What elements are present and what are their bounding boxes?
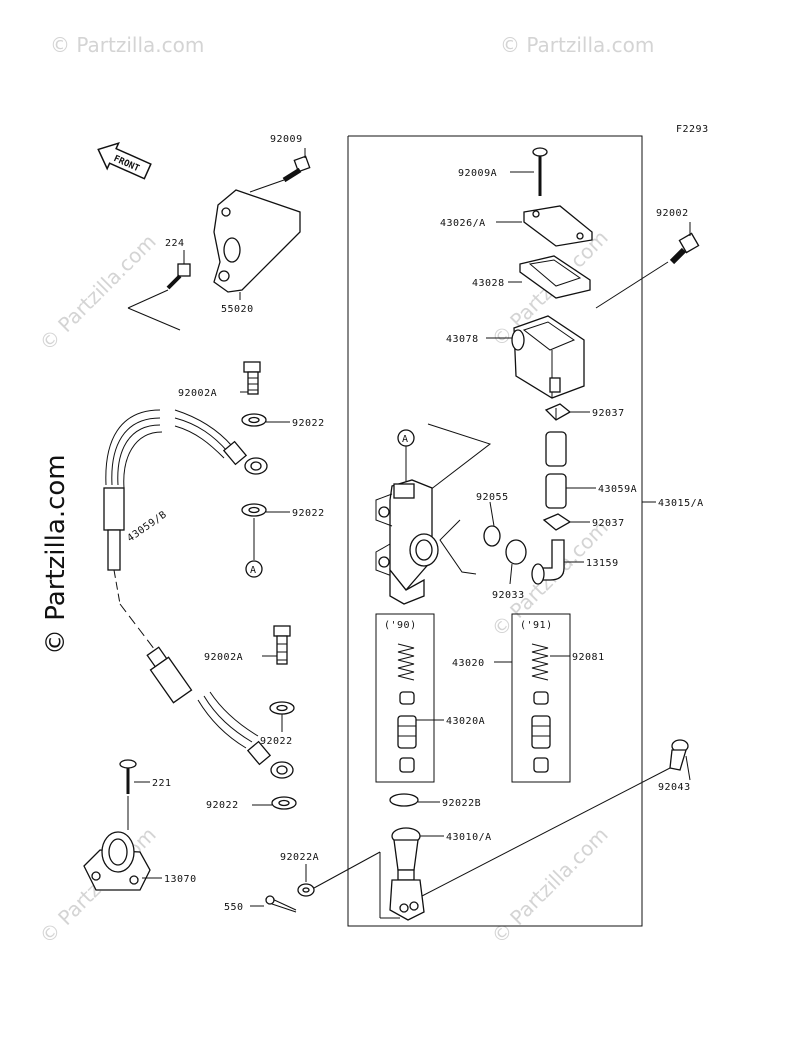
label-43078: 43078 <box>446 334 479 345</box>
part-92009A-screw <box>510 147 548 196</box>
label-43028: 43028 <box>472 278 505 289</box>
part-43020-kit-box: ('91) <box>494 613 571 783</box>
label-92022-3: 92022 <box>260 736 293 747</box>
label-92055: 92055 <box>476 492 509 503</box>
part-13070-holder <box>83 831 162 891</box>
part-92022B-snap-ring <box>389 793 440 807</box>
part-92002A-banjo-bolt-mid <box>262 625 291 665</box>
label-92022B: 92022B <box>442 798 481 809</box>
watermark-vertical: © Partzilla.com <box>41 454 71 655</box>
label-43026A: 43026/A <box>440 218 486 229</box>
label-92081: 92081 <box>572 652 605 663</box>
label-43020A: 43020A <box>446 716 485 727</box>
part-92055-o-ring <box>483 501 501 547</box>
part-550-cotter-pin <box>250 895 297 913</box>
label-92009: 92009 <box>270 134 303 145</box>
part-13159-elbow <box>531 539 584 585</box>
label-92002: 92002 <box>656 208 689 219</box>
label-92022-1: 92022 <box>292 418 325 429</box>
part-43059A-hose <box>545 431 596 509</box>
label-92022A: 92022A <box>280 852 319 863</box>
label-13070: 13070 <box>164 874 197 885</box>
label-43020: 43020 <box>452 658 485 669</box>
label-221: 221 <box>152 778 172 789</box>
svg-text:A: A <box>402 434 409 445</box>
part-92002-bolt <box>595 222 700 309</box>
watermark-top-left: © Partzilla.com <box>50 33 204 57</box>
part-221-screw <box>119 759 150 830</box>
label-43059B: 43059/B <box>125 509 169 544</box>
label-92022-4: 92022 <box>206 800 239 811</box>
label-92002A-mid: 92002A <box>204 652 243 663</box>
part-43028-diaphragm <box>508 255 591 299</box>
label-224: 224 <box>165 238 185 249</box>
label-92033: 92033 <box>492 590 525 601</box>
year-label-right: ('91) <box>520 620 553 631</box>
label-43010A: 43010/A <box>446 832 492 843</box>
part-92043-pin <box>421 739 691 897</box>
part-92002A-banjo-bolt-top <box>240 361 261 395</box>
label-92002A-top: 92002A <box>178 388 217 399</box>
part-92037-clamp-2 <box>542 513 590 531</box>
part-43010A-push-rod <box>379 827 444 921</box>
assembly-frame <box>347 135 643 927</box>
label-13159: 13159 <box>586 558 619 569</box>
part-43059B-hose <box>103 409 294 779</box>
year-label-left: ('90) <box>384 620 417 631</box>
watermark-bottom-right: © Partzilla.com <box>487 822 613 948</box>
part-92022-washer-3 <box>269 701 295 732</box>
label-43015A: 43015/A <box>658 498 704 509</box>
ref-circle-A-left: A <box>245 560 263 578</box>
part-92022-washer-4 <box>252 796 297 810</box>
part-92009-bolt <box>249 148 311 193</box>
label-43059A: 43059A <box>598 484 637 495</box>
part-92033-circlip <box>505 539 527 585</box>
watermark-mid-left: © Partzilla.com <box>35 229 161 355</box>
part-92037-clamp-1 <box>544 403 590 421</box>
part-43020A-kit-box: ('90) <box>375 613 444 783</box>
svg-text:A: A <box>250 565 257 576</box>
label-92037-1: 92037 <box>592 408 625 419</box>
part-92022-washer-1 <box>241 413 290 427</box>
watermark-top-right: © Partzilla.com <box>500 33 654 57</box>
part-55020-bracket <box>213 189 301 300</box>
ref-circle-A-right: A <box>397 429 415 447</box>
figure-code: F2293 <box>676 124 709 135</box>
label-55020: 55020 <box>221 304 254 315</box>
part-master-cylinder-body <box>375 423 492 605</box>
part-224-bolt <box>127 250 191 331</box>
front-arrow-icon: FRONT <box>97 141 152 180</box>
part-43026A-cap <box>496 205 593 247</box>
label-92043: 92043 <box>658 782 691 793</box>
label-92009A: 92009A <box>458 168 497 179</box>
label-92037-2: 92037 <box>592 518 625 529</box>
part-43078-reservoir <box>486 315 585 399</box>
label-550: 550 <box>224 902 244 913</box>
part-92022A-washer <box>297 851 381 897</box>
label-92022-2: 92022 <box>292 508 325 519</box>
part-92022-washer-2 <box>241 503 290 560</box>
